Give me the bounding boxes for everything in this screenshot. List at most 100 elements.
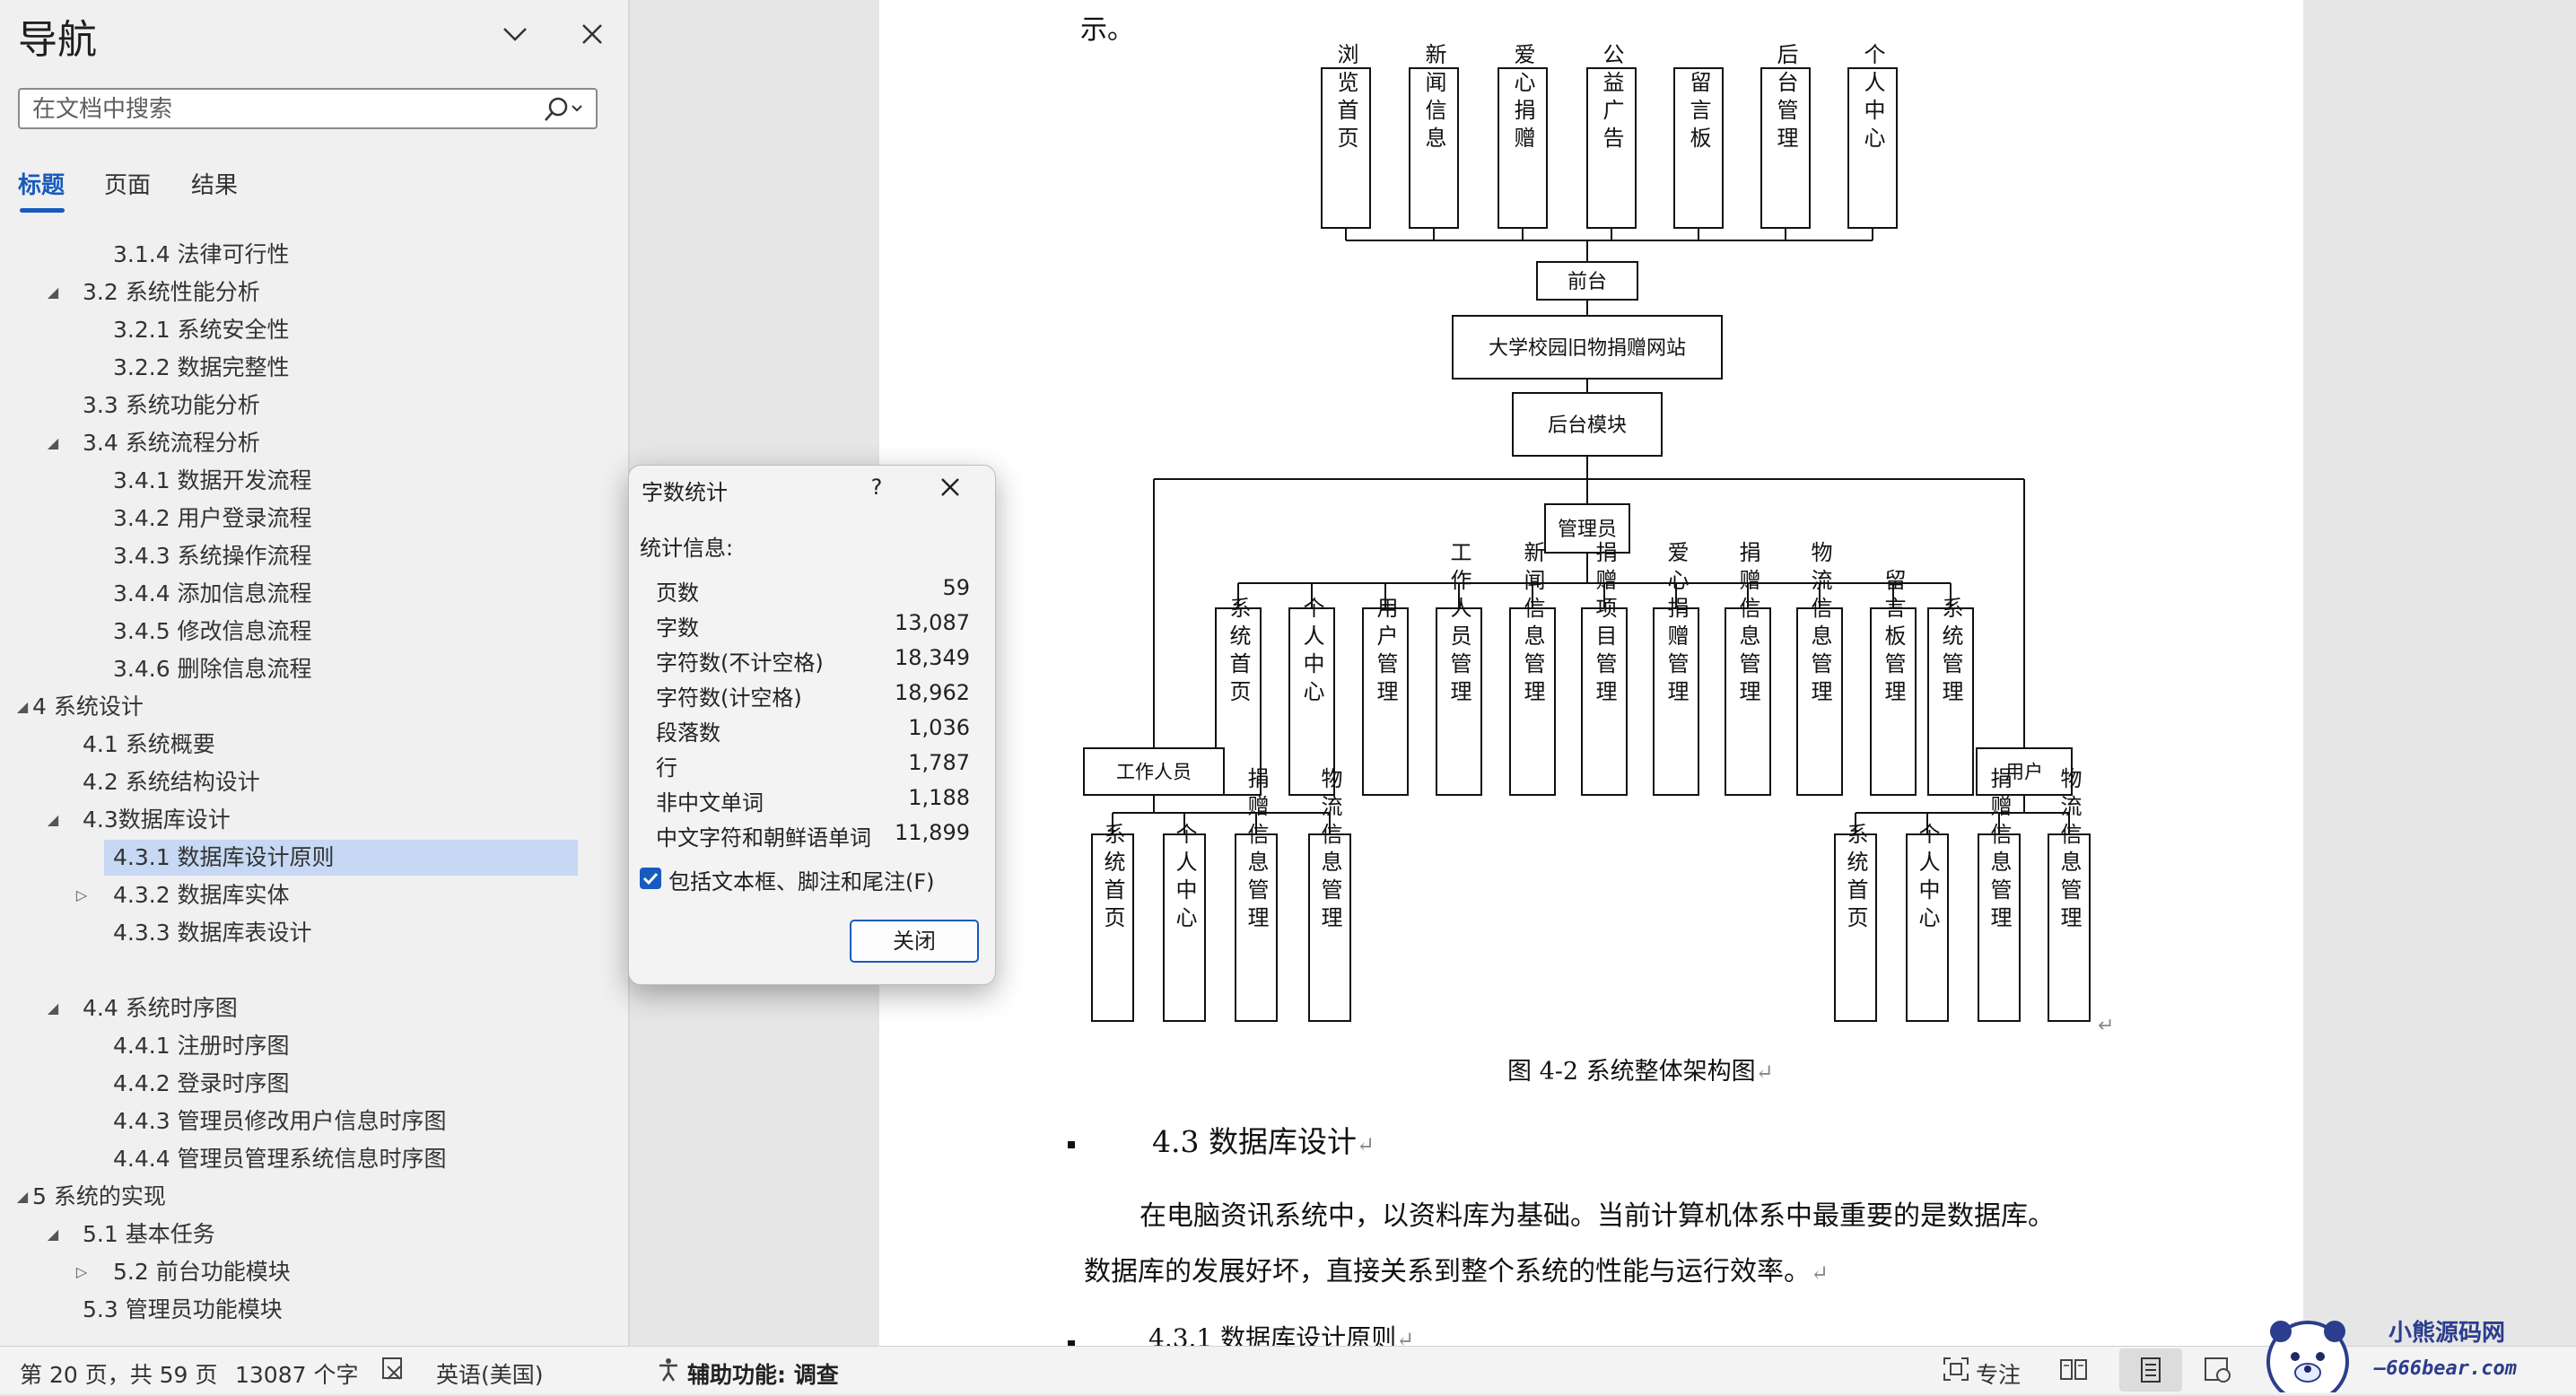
nav-heading-item[interactable]: 3.4.5 修改信息流程 (113, 618, 312, 644)
include-checkbox-label[interactable]: 包括文本框、脚注和尾注(F) (668, 869, 935, 894)
collapsed-arrow-icon[interactable]: ▷ (75, 1263, 88, 1280)
nav-heading-item[interactable]: 4.4.1 注册时序图 (113, 1033, 290, 1059)
stat-value: 13,087 (895, 610, 970, 635)
nav-title: 导航 (18, 17, 97, 63)
admin-module-box-label: 个人中心 (1299, 597, 1324, 708)
admin-module-box-label: 留言板管理 (1881, 569, 1906, 708)
focus-mode-label[interactable]: 专注 (1976, 1362, 2022, 1388)
website-root-box-label: 大学校园旧物捐赠网站 (1489, 337, 1686, 360)
close-button[interactable]: 关闭 (850, 920, 979, 963)
nav-heading-item[interactable]: 5 系统的实现 (32, 1183, 166, 1209)
nav-heading-item[interactable]: 4.1 系统概要 (83, 731, 215, 757)
admin-module-box-label: 系统首页 (1226, 597, 1251, 708)
nav-heading-item[interactable]: 4.3.2 数据库实体 (113, 882, 290, 908)
expand-arrow-icon[interactable]: ◢ (16, 698, 29, 715)
print-layout-button[interactable] (2119, 1348, 2182, 1392)
nav-heading-item[interactable]: 5.1 基本任务 (83, 1221, 215, 1247)
user-module-box-label: 捐赠信息管理 (1987, 767, 2012, 934)
expand-arrow-icon[interactable]: ◢ (16, 1188, 29, 1205)
staff-module-box-label: 个人中心 (1172, 823, 1197, 934)
nav-heading-item[interactable]: 4.2 系统结构设计 (83, 769, 260, 795)
collapsed-arrow-icon[interactable]: ▷ (75, 886, 88, 903)
expand-arrow-icon[interactable]: ◢ (47, 999, 59, 1016)
nav-heading-item[interactable]: 4.4.4 管理员管理系统信息时序图 (113, 1146, 447, 1172)
include-checkbox[interactable] (640, 868, 661, 889)
top-text: 示。 (1080, 14, 1134, 46)
nav-heading-item[interactable]: 4.3数据库设计 (83, 807, 231, 833)
admin-module-box-label: 系统管理 (1938, 597, 1963, 708)
nav-heading-item[interactable]: 3.2.1 系统安全性 (113, 317, 290, 343)
nav-heading-item[interactable]: 4 系统设计 (32, 694, 144, 720)
search-box (18, 88, 598, 129)
tab-headings[interactable]: 标题 (18, 172, 65, 199)
stat-row: 字数 13,087 (656, 610, 970, 642)
site-watermark: 小熊源码网 —666bear.com (2261, 1310, 2566, 1396)
stat-label: 字符数(不计空格) (656, 650, 824, 676)
word-count[interactable]: 13087 个字 (235, 1362, 359, 1388)
expand-arrow-icon[interactable]: ◢ (47, 811, 59, 828)
bear-logo: 小熊源码网 —666bear.com (2266, 1319, 2517, 1396)
language-indicator[interactable]: 英语(美国) (436, 1362, 544, 1388)
tab-pages[interactable]: 页面 (104, 172, 152, 199)
stat-label: 字数 (656, 615, 699, 641)
nav-heading-item[interactable]: 3.1.4 法律可行性 (113, 241, 290, 267)
staff-box-label: 工作人员 (1116, 762, 1192, 783)
nav-heading-item[interactable]: 3.4 系统流程分析 (83, 430, 260, 456)
nav-heading-item[interactable]: 4.4.3 管理员修改用户信息时序图 (113, 1108, 447, 1134)
active-tab-indicator (20, 208, 65, 213)
stat-label: 中文字符和朝鲜语单词 (656, 825, 871, 851)
front-module-box-label: 公益广告 (1599, 43, 1624, 154)
nav-heading-item[interactable]: 3.4.2 用户登录流程 (113, 505, 312, 531)
nav-heading-item[interactable]: 5.2 前台功能模块 (113, 1259, 291, 1285)
chevron-down-icon[interactable] (499, 18, 531, 50)
expand-arrow-icon[interactable]: ◢ (47, 434, 59, 451)
nav-heading-item[interactable]: 4.4 系统时序图 (83, 995, 238, 1021)
user-module-box (1906, 833, 1949, 1022)
selected-highlight (104, 840, 578, 876)
nav-heading-item[interactable]: 3.4.4 添加信息流程 (113, 580, 312, 606)
help-button[interactable]: ? (870, 475, 883, 500)
nav-heading-item[interactable]: 4.3.3 数据库表设计 (113, 920, 312, 946)
nav-heading-item[interactable]: 3.4.1 数据开发流程 (113, 467, 312, 493)
admin-module-box (1725, 607, 1771, 796)
expand-arrow-icon[interactable]: ◢ (47, 1226, 59, 1243)
nav-heading-item[interactable]: 3.4.3 系统操作流程 (113, 543, 312, 569)
nav-heading-item[interactable]: 3.3 系统功能分析 (83, 392, 260, 418)
front-module-box-label: 后台管理 (1773, 43, 1798, 154)
nav-heading-item[interactable]: 5.3 管理员功能模块 (83, 1296, 283, 1322)
close-icon[interactable] (574, 16, 610, 52)
proofing-icon[interactable] (380, 1356, 407, 1388)
nav-heading-item[interactable]: 3.4.6 删除信息流程 (113, 656, 312, 682)
watermark-line-1: 小熊源码网 (2388, 1319, 2505, 1347)
front-module-box (1409, 67, 1459, 229)
accessibility-status[interactable]: 辅助功能: 调查 (687, 1362, 839, 1388)
web-layout-icon[interactable] (2202, 1356, 2232, 1388)
staff-module-box (1091, 833, 1134, 1022)
front-end-box-label: 前台 (1567, 271, 1607, 293)
subheading-bullet (1068, 1340, 1075, 1346)
read-mode-icon[interactable] (2058, 1356, 2089, 1388)
focus-icon[interactable] (1942, 1356, 1970, 1388)
accessibility-icon[interactable] (655, 1356, 682, 1388)
admin-module-box-label: 捐赠项目管理 (1592, 541, 1617, 708)
architecture-diagram: 浏览首页新闻信息爱心捐赠公益广告留言板后台管理个人中心前台大学校园旧物捐赠网站后… (1083, 43, 2114, 1037)
admin-module-box (1870, 607, 1917, 796)
stat-value: 18,962 (895, 680, 970, 705)
nav-heading-item[interactable]: 4.4.2 登录时序图 (113, 1070, 290, 1096)
document-page[interactable]: 示。 浏览首页新闻信息爱心捐赠公益广告留言板后台管理个人中心前台大学校园旧物捐赠… (879, 0, 2303, 1346)
nav-heading-item[interactable]: 4.3.1 数据库设计原则 (113, 844, 335, 870)
expand-arrow-icon[interactable]: ◢ (47, 284, 59, 301)
nav-heading-item[interactable]: 3.2 系统性能分析 (83, 279, 260, 305)
search-icon[interactable] (540, 95, 585, 124)
tab-results[interactable]: 结果 (191, 172, 239, 199)
stat-label: 段落数 (656, 720, 720, 746)
nav-heading-item[interactable]: 3.2.2 数据完整性 (113, 354, 290, 380)
stat-value: 1,787 (908, 750, 970, 775)
page-indicator[interactable]: 第 20 页，共 59 页 (20, 1362, 218, 1388)
search-input[interactable] (31, 93, 537, 126)
close-icon[interactable] (932, 469, 968, 505)
stat-label: 字符数(计空格) (656, 685, 802, 711)
paragraph-line-2: 数据库的发展好坏，直接关系到整个系统的性能与运行效率。↵ (1084, 1256, 1829, 1287)
